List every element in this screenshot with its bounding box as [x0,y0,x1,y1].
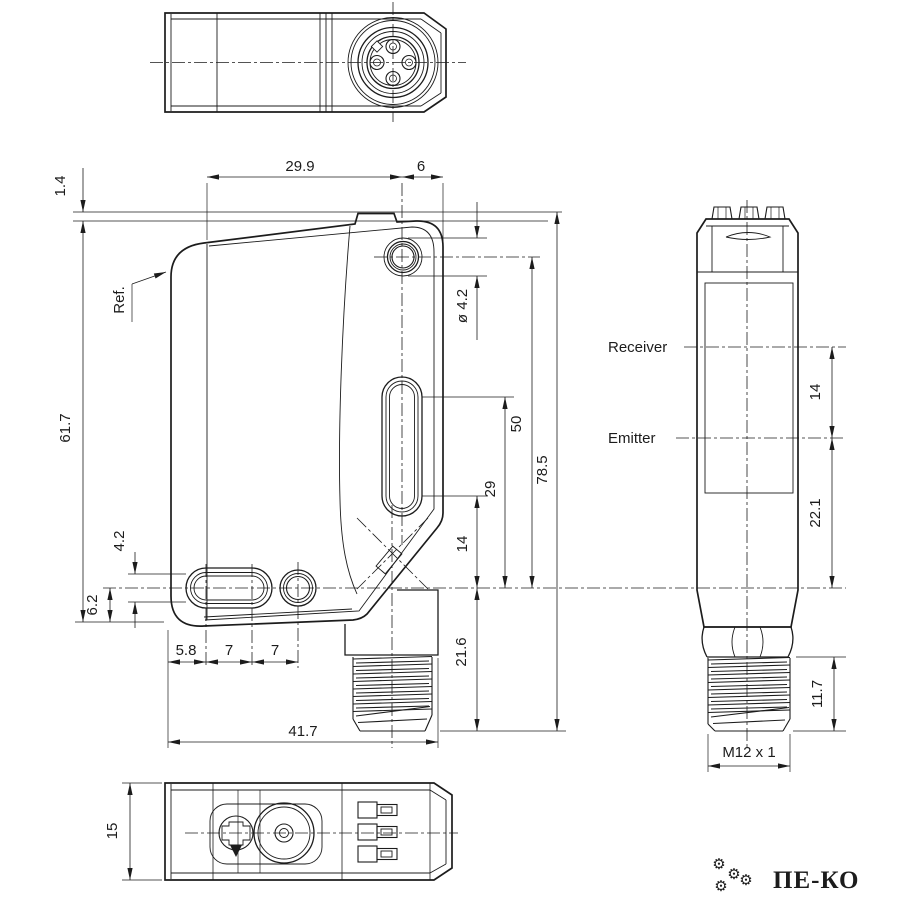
watermark-logo: ⚙ ⚙ ⚙ ⚙ ПЕ-КО [712,855,859,895]
bottom-view-dimensions: 15 [104,782,162,881]
watermark-brand: ПЕ-КО [773,867,859,894]
optical-axis-x-mark [356,517,429,590]
terminal-blocks [357,801,398,863]
adjustment-screw-icon [218,815,254,857]
side-body-outline [696,218,799,628]
front-body-outline [170,212,444,627]
side-hex-nut [701,626,794,658]
dim-axis-to-slot-top: 29 [482,481,499,498]
ref-label: Ref. [111,286,128,314]
side-top-tabs [711,206,786,220]
side-cap-details [697,225,798,273]
dim-hole-diameter: ø 4.2 [454,289,471,323]
dim-slot-height: 4.2 [111,531,128,552]
side-view: Receiver Emitter 14 22.1 11.7 M12 x 1 [608,200,846,772]
dim-axis-to-connector-end: 21.6 [453,637,470,666]
dim-total-width: 41.7 [288,723,317,740]
front-view-dimensions: 29.9 6 1.4 61.7 Ref. 4.2 6.2 [52,158,566,748]
front-thread-icon [352,655,433,732]
front-view: 29.9 6 1.4 61.7 Ref. 4.2 6.2 [52,158,566,748]
dim-depth: 15 [104,823,121,840]
front-connector [344,589,439,732]
top-view [150,2,466,122]
gear-icon-tiny-red: ⚙ [714,877,727,895]
dim-body-height: 61.7 [57,413,74,442]
dim-axis-to-bottom: 6.2 [84,595,101,616]
thread-label: M12 x 1 [722,744,775,761]
receiver-label: Receiver [608,339,667,356]
dim-axis-to-slot-bottom: 14 [454,536,471,553]
front-body-inner-contour [203,225,435,621]
bottom-view-edges [170,783,447,880]
keyway-notch [370,40,384,53]
emitter-label: Emitter [608,430,656,447]
dim-axis-to-hole: 50 [508,416,525,433]
bottom-view-outline [164,782,453,881]
dim-slot-pitch-2: 7 [271,642,279,659]
dim-hole-to-edge: 6 [417,158,425,175]
side-thread-icon [707,656,791,732]
dim-emitter-to-axis: 22.1 [807,498,824,527]
dim-cap-height: 1.4 [52,176,69,197]
dim-top-width: 29.9 [285,158,314,175]
dim-thread-length: 11.7 [809,680,826,708]
bottom-view: 15 [104,782,458,881]
dim-receiver-emitter: 14 [807,384,824,401]
ref-leader: Ref. [111,271,167,322]
gear-icon-small-blue: ⚙ [712,855,725,873]
top-view-outline [164,12,447,113]
side-window [704,282,794,494]
bottom-window-outline [209,803,323,865]
dim-total-height: 78.5 [534,455,551,484]
gear-icon-red: ⚙ [739,871,752,889]
side-view-dimensions: Receiver Emitter 14 22.1 11.7 M12 x 1 [608,339,846,772]
gear-icon-large-blue: ⚙ [727,865,740,883]
dim-slot-left: 5.8 [176,642,197,659]
dim-slot-pitch-1: 7 [225,642,233,659]
